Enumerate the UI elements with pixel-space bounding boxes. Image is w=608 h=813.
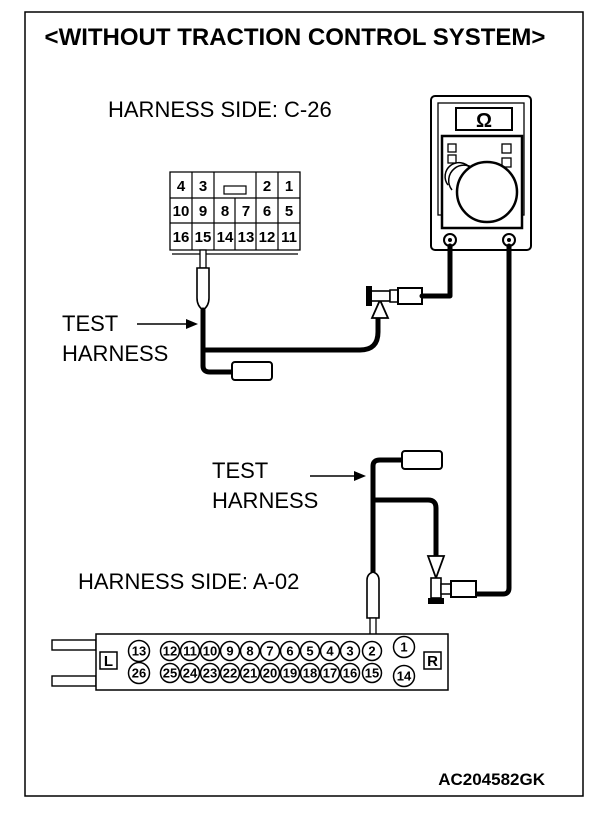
c26-pin-9: 9 (199, 203, 207, 220)
c26-pin-5: 5 (285, 203, 293, 220)
a02-pin-circle (159, 640, 181, 662)
a02-pin-label: 19 (283, 666, 297, 681)
ohm-symbol: Ω (476, 110, 492, 132)
a02-pin-label: 18 (303, 666, 317, 681)
a02-pin-label: 2 (368, 644, 375, 659)
a02-pin-label: 22 (223, 666, 237, 681)
a02-pin-circle (319, 662, 341, 684)
a02-pin-circle (179, 640, 201, 662)
a02-pin-label: 26 (132, 666, 146, 681)
c26-pin-1: 1 (285, 178, 293, 195)
a02-pin-label: 4 (326, 644, 334, 659)
c26-pin-13: 13 (238, 229, 255, 246)
a02-pin-label: 3 (346, 644, 353, 659)
a02-pin-label: 10 (203, 644, 217, 659)
c26-pin-7: 7 (242, 203, 250, 220)
connector-c26: 4 3 2 1 10 9 8 7 6 5 16 15 14 13 12 11 (169, 171, 301, 255)
a02-pin-label: 8 (246, 644, 253, 659)
a02-pin-label: 6 (286, 644, 293, 659)
a02-marker-right: R (427, 653, 438, 670)
ohmmeter: Ω (430, 95, 532, 251)
c26-pin-10: 10 (173, 203, 190, 220)
a02-pin-circle (319, 640, 341, 662)
c26-pin-14: 14 (217, 229, 234, 246)
a02-pin-label: 14 (397, 669, 412, 684)
a02-pin-circle (259, 662, 281, 684)
c26-pin-3: 3 (199, 178, 207, 195)
a02-pin-circle (179, 662, 201, 684)
frame-border (24, 11, 584, 797)
a02-pin-label: 20 (263, 666, 277, 681)
c26-pin-8: 8 (221, 203, 229, 220)
c26-pin-11: 11 (281, 229, 297, 246)
a02-pin-circle (339, 640, 361, 662)
a02-marker-left: L (104, 653, 113, 670)
a02-pin-label: 21 (243, 666, 257, 681)
c26-pin-12: 12 (259, 229, 276, 246)
a02-pin-circle (159, 662, 181, 684)
meter-dial (455, 160, 519, 224)
a02-pin-circle (299, 640, 321, 662)
diagram-title: <WITHOUT TRACTION CONTROL SYSTEM> (45, 24, 546, 51)
a02-pin-label: 24 (183, 666, 198, 681)
arrow-test-harness-2 (310, 471, 366, 481)
a02-pin-circle (127, 661, 151, 685)
label-test-2: TEST (212, 458, 268, 483)
c26-pin-4: 4 (177, 178, 186, 195)
a02-pin-label: 17 (323, 666, 337, 681)
a02-pin-label: 15 (365, 666, 379, 681)
label-harness-2: HARNESS (212, 488, 318, 513)
a02-pin-circle (219, 640, 241, 662)
arrow-test-harness-1 (137, 319, 198, 329)
label-harness-side-c26: HARNESS SIDE: C-26 (108, 97, 332, 122)
label-test-1: TEST (62, 311, 118, 336)
a02-pin-circle (219, 662, 241, 684)
a02-pin-label: 16 (343, 666, 357, 681)
a02-pin-label: 11 (183, 644, 197, 659)
a02-pin-circle (127, 639, 151, 663)
a02-pin-circle (339, 662, 361, 684)
a02-pin-label: 12 (163, 644, 177, 659)
a02-pin-circle (392, 664, 416, 688)
a02-pin-circle (361, 662, 383, 684)
c26-pin-16: 16 (173, 229, 190, 246)
a02-pin-label: 25 (163, 666, 177, 681)
a02-pin-circle (239, 662, 261, 684)
figure-code: AC204582GK (438, 770, 546, 789)
label-harness-side-a02: HARNESS SIDE: A-02 (78, 569, 299, 594)
a02-pin-label: 23 (203, 666, 217, 681)
meter-lead-right (473, 243, 512, 597)
c26-pin-2: 2 (263, 178, 271, 195)
c26-pin-15: 15 (195, 229, 212, 246)
a02-pin-label: 9 (226, 644, 233, 659)
a02-pin-label: 1 (400, 640, 407, 655)
label-harness-1: HARNESS (62, 341, 168, 366)
a02-pin-circle (199, 640, 221, 662)
a02-pin-circle (279, 662, 301, 684)
a02-pin-circle (279, 640, 301, 662)
a02-pin-circle (392, 635, 416, 659)
c26-pin-6: 6 (263, 203, 271, 220)
lower-test-harness (366, 450, 477, 641)
a02-pin-circle (299, 662, 321, 684)
a02-pin-circle (199, 662, 221, 684)
a02-pin-label: 7 (266, 644, 273, 659)
a02-pin-circle (361, 640, 383, 662)
upper-test-harness (196, 243, 453, 381)
a02-pin-circle (259, 640, 281, 662)
a02-pin-circle (239, 640, 261, 662)
a02-pin-label: 5 (306, 644, 313, 659)
a02-pin-label: 13 (132, 644, 146, 659)
